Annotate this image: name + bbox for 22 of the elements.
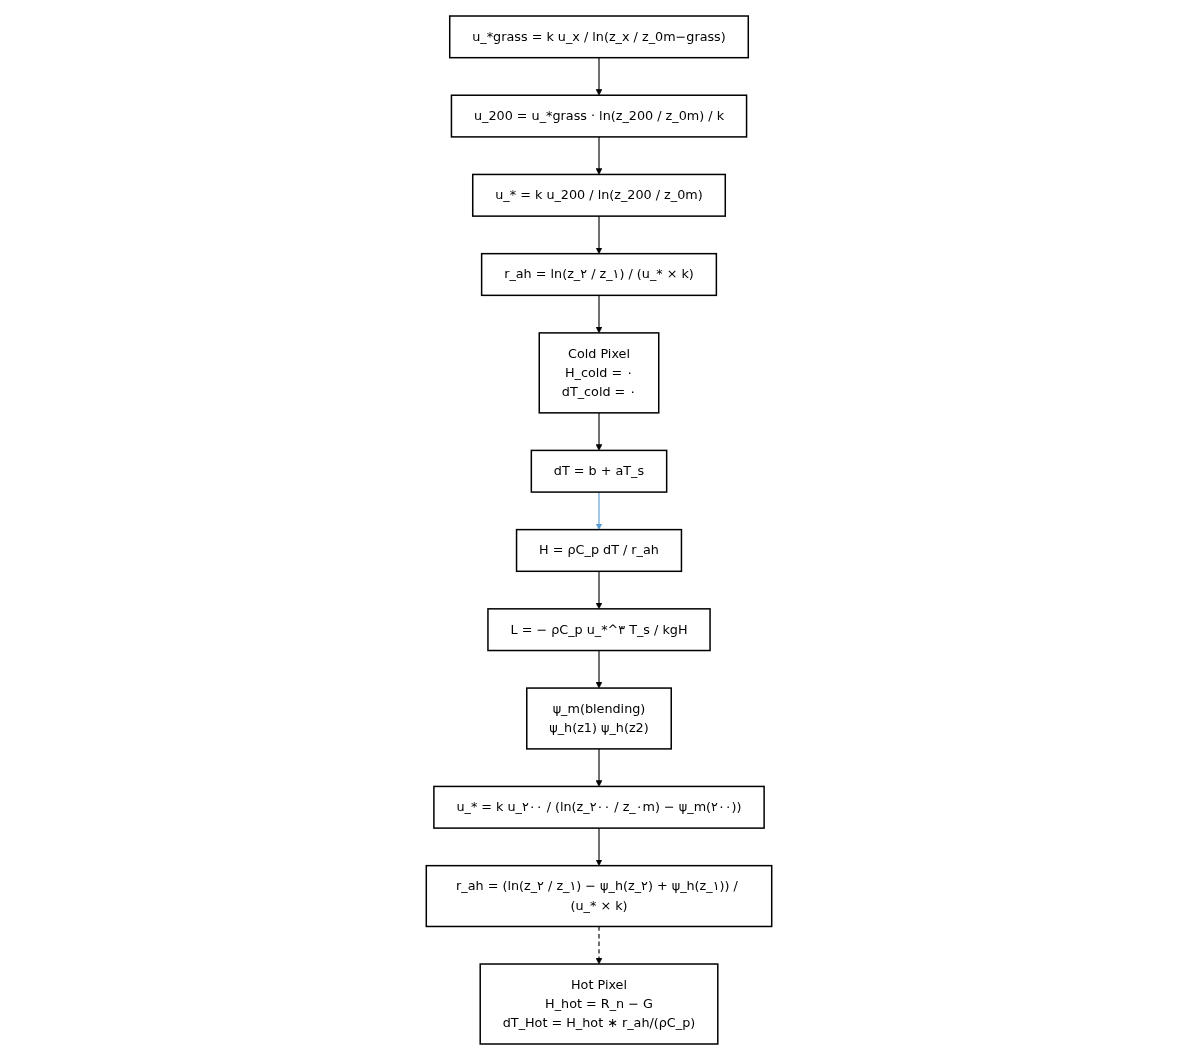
arrow — [595, 294, 602, 333]
node-box: L = − ρC_p u_*^۳ T_s / kgH — [486, 607, 711, 651]
node-box: Hot Pixel H_hot = R_n − G dT_Hot = H_hot ∗ r_ah/(ρC_p) — [478, 962, 719, 1045]
arrow — [595, 411, 602, 451]
arrow — [595, 215, 602, 254]
node-box: H = ρC_p dT / r_ah — [515, 528, 682, 572]
node-box: u_* = k u_200 / ln(z_200 / z_0m) — [471, 173, 726, 217]
node-box: r_ah = ln(z_۲ / z_۱) / (u_* × k) — [480, 252, 717, 296]
node-box: u_*grass = k u_x / ln(z_x / z_0m−grass) — [448, 14, 749, 58]
arrow — [595, 649, 602, 688]
arrow — [595, 827, 602, 866]
node-box: u_200 = u_*grass · ln(z_200 / z_0m) / k — [450, 94, 747, 138]
arrow — [595, 925, 602, 964]
node-box: r_ah = (ln(z_۲ / z_۱) − ψ_h(z_۲) + ψ_h(z_۱)) / (u_* × k) — [425, 864, 772, 927]
node-box: dT = b + aT_s — [530, 449, 667, 493]
arrow — [595, 56, 602, 96]
arrow — [595, 570, 602, 609]
arrow — [595, 747, 602, 787]
node-box: ψ_m(blending) ψ_h(z1) ψ_h(z2) — [525, 686, 672, 750]
node-box: u_* = k u_۲۰۰ / (ln(z_۲۰۰ / z_۰m) − ψ_m(۲۰۰)) — [432, 785, 765, 829]
arrow — [595, 491, 602, 530]
arrow — [595, 135, 602, 175]
